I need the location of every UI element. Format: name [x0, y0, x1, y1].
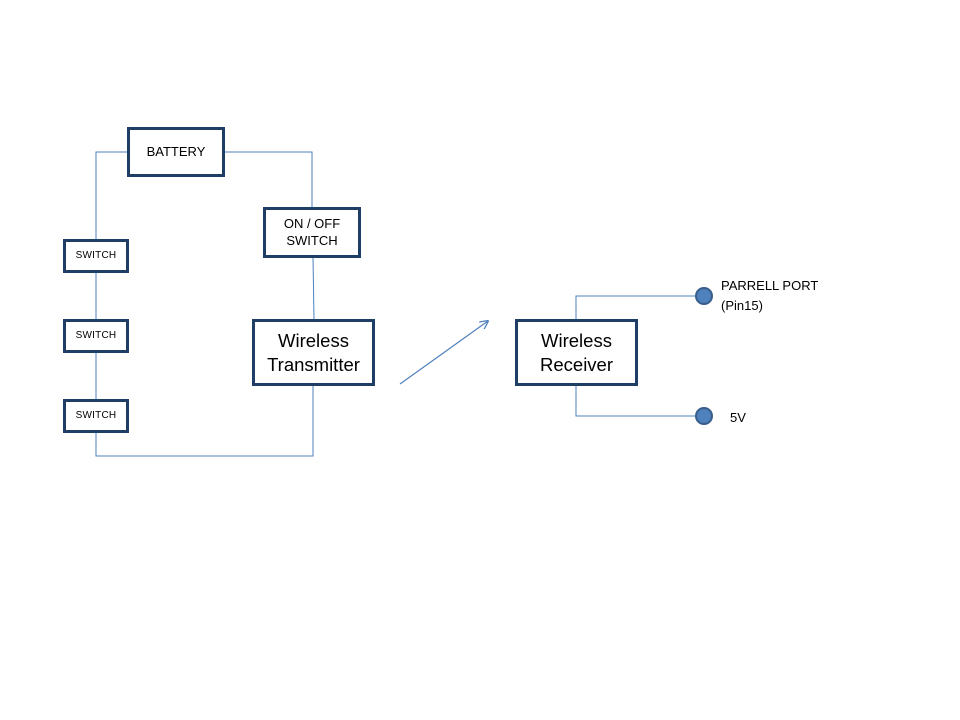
- wireless-link-arrow: [399, 321, 488, 385]
- wire-onoff-to-transmitter: [312, 257, 315, 320]
- power-5v-label-text: 5V: [730, 410, 746, 425]
- wire-switch3-to-transmitter: [95, 386, 314, 457]
- switch-box-3: SWITCH: [63, 399, 129, 433]
- wire-battery-to-onoff: [225, 151, 313, 207]
- on-off-switch-box: ON / OFF SWITCH: [263, 207, 361, 258]
- power-5v-terminal: [695, 407, 713, 425]
- parallel-port-terminal: [695, 287, 713, 305]
- power-5v-label: 5V: [730, 408, 746, 428]
- switch-label-3: SWITCH: [75, 409, 117, 421]
- wireless-receiver-box: Wireless Receiver: [515, 319, 638, 386]
- switch-label-1: SWITCH: [75, 249, 117, 261]
- battery-label: BATTERY: [146, 143, 206, 159]
- wireless-transmitter-box: Wireless Transmitter: [252, 319, 375, 386]
- parallel-port-label: PARRELL PORT (Pin15): [721, 276, 818, 315]
- on-off-label-line2: SWITCH: [286, 232, 338, 248]
- battery-box: BATTERY: [127, 127, 225, 177]
- transmitter-label-line2: Transmitter: [267, 353, 360, 375]
- transmitter-label-line1: Wireless: [278, 330, 349, 352]
- parallel-port-label-line2: (Pin15): [721, 297, 763, 313]
- wire-battery-to-switch: [95, 151, 127, 239]
- on-off-label-line1: ON / OFF: [283, 216, 341, 232]
- parallel-port-label-line1: PARRELL PORT: [721, 278, 819, 293]
- receiver-label-line1: Wireless: [541, 330, 612, 352]
- switch-label-2: SWITCH: [75, 329, 117, 341]
- switch-box-2: SWITCH: [63, 319, 129, 353]
- wire-receiver-to-parallel-port: [575, 295, 704, 319]
- wire-receiver-to-5v: [575, 386, 704, 417]
- switch-box-1: SWITCH: [63, 239, 129, 273]
- receiver-label-line2: Receiver: [540, 353, 613, 375]
